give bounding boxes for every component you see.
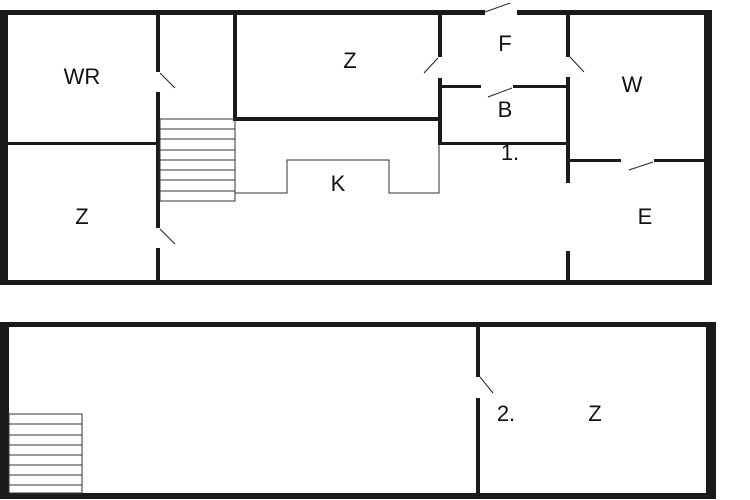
door [569,56,585,73]
staircase [8,413,83,494]
wall [476,398,480,493]
wall [654,159,704,162]
wall [233,15,237,121]
wall [438,78,442,145]
room-label-k: K [331,171,346,196]
door [423,57,439,74]
wall [233,117,442,121]
wall [438,15,442,57]
outer-wall-top [0,10,485,15]
wall [156,92,160,228]
room-label-z: Z [75,204,88,229]
wall [570,159,621,162]
door [159,72,176,89]
outer-wall-top [517,10,712,15]
room-label-z: Z [343,48,356,73]
room-label-f: F [498,31,511,56]
outer-wall-bottom [0,280,712,285]
floor-2-plan: 2. Z [0,322,716,499]
wall [566,251,570,280]
floor-level-label: 1. [501,140,519,165]
outer-wall-left [0,322,9,499]
room-label-w: W [622,72,643,97]
floor-level-label: 2. [497,401,515,426]
outer-wall-right [704,10,712,285]
outer-wall-left [0,10,8,285]
door [159,228,176,245]
wall [156,248,160,280]
outer-wall-bottom [0,493,716,499]
kitchen-counter [235,145,440,194]
wall [566,77,570,183]
wall [513,85,568,88]
door [479,376,494,394]
wall [566,15,570,57]
wall [476,327,480,377]
room-label-b: B [498,97,513,122]
wall [156,15,160,72]
outer-wall-right [706,322,716,499]
room-label-wr: WR [64,64,101,89]
door [487,87,513,98]
door [628,161,654,171]
staircase [159,118,236,202]
wall [8,142,156,145]
outer-wall-top [0,322,716,327]
entrance-door [484,2,511,13]
wall [442,85,481,88]
floor-1-plan: WR Z F B 1. W K Z E [0,2,712,285]
room-label-e: E [638,204,653,229]
room-label-z: Z [588,401,601,426]
wall [438,142,568,145]
